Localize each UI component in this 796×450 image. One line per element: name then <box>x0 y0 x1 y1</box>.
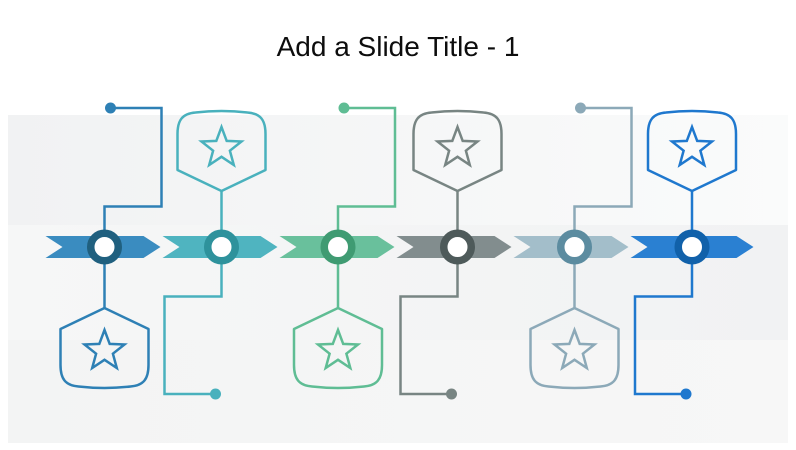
background-band-bottom <box>8 340 788 443</box>
star-badge <box>646 109 738 193</box>
milestone-circle <box>674 229 710 265</box>
connector-elbow <box>103 106 163 247</box>
star-icon <box>434 123 481 168</box>
connector-elbow <box>163 247 223 396</box>
milestone-circle <box>557 229 592 265</box>
star-badge <box>59 306 150 390</box>
timeline-section <box>162 109 278 400</box>
connector-dot <box>446 388 457 400</box>
star-badge <box>176 109 267 193</box>
connector-dot <box>575 102 586 114</box>
milestone-circle <box>87 229 122 265</box>
star-badge <box>292 306 384 390</box>
star-badge <box>529 306 620 390</box>
milestone-circle <box>320 229 356 265</box>
connector-dot <box>105 102 116 114</box>
timeline-section <box>45 102 163 390</box>
star-icon <box>198 123 245 168</box>
star-badge <box>412 109 503 193</box>
star-icon <box>81 326 128 371</box>
connector-elbow <box>633 247 694 396</box>
connector-dot <box>680 388 692 400</box>
slide-title: Add a Slide Title - 1 <box>276 30 520 62</box>
connector-dot <box>210 388 221 400</box>
timeline-section <box>513 102 633 390</box>
connector-elbow <box>399 247 459 396</box>
milestone-circle <box>440 229 475 265</box>
star-icon <box>314 326 362 371</box>
timeline-section <box>630 109 754 400</box>
star-icon <box>551 326 598 371</box>
connector-dot <box>338 102 350 114</box>
milestone-circle <box>204 229 239 265</box>
timeline-section <box>396 109 512 400</box>
timeline-section <box>279 102 397 390</box>
connector-elbow <box>573 106 633 247</box>
star-icon <box>668 123 716 168</box>
connector-elbow <box>336 106 397 247</box>
